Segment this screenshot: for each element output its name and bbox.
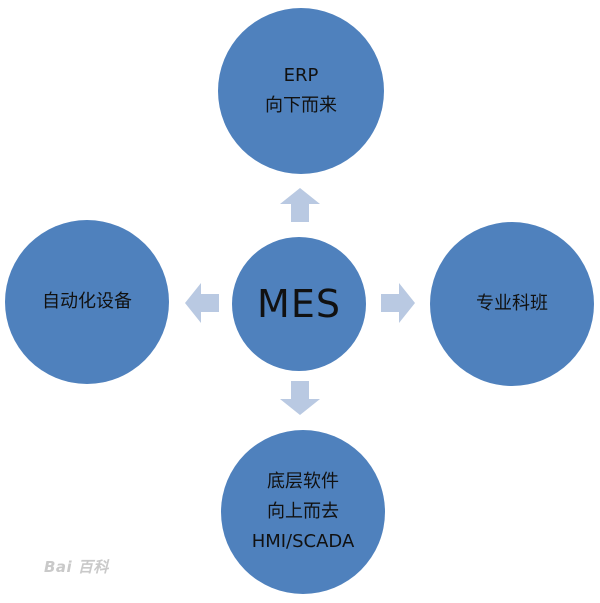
bottom-software-circle: 底层软件 向上而去 HMI/SCADA: [221, 430, 385, 594]
erp-circle: ERP 向下而来: [218, 8, 384, 174]
erp-subtitle: 向下而来: [265, 95, 337, 116]
arrow-down-icon: [280, 381, 320, 415]
professional-label: 专业科班: [476, 293, 548, 314]
automation-label: 自动化设备: [42, 291, 132, 312]
hmi-scada-label: HMI/SCADA: [251, 531, 355, 552]
erp-label: ERP: [283, 65, 319, 86]
mes-label: MES: [257, 282, 341, 326]
automation-circle: 自动化设备: [5, 220, 169, 384]
arrow-right-icon: [381, 283, 415, 323]
arrow-left-icon: [185, 283, 219, 323]
professional-circle: 专业科班: [430, 222, 594, 386]
bottom-software-label: 底层软件: [267, 471, 339, 492]
bottom-direction-label: 向上而去: [267, 501, 339, 522]
baidu-watermark: Bai 百科: [44, 558, 109, 576]
arrow-up-icon: [280, 188, 320, 222]
mes-circle: MES: [232, 237, 366, 371]
